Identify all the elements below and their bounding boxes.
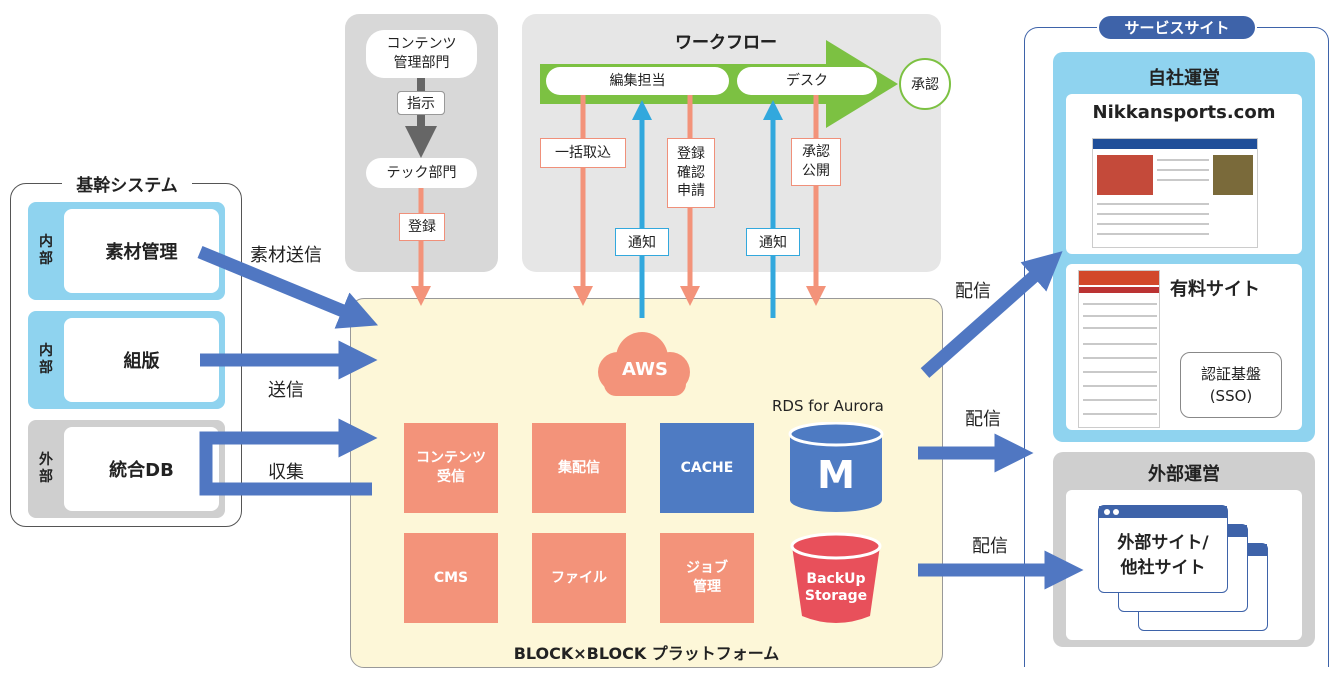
core-row-typesetting: 内 部 組版 (28, 311, 225, 409)
thumb-line (1083, 371, 1157, 373)
core-tag: 外 部 (39, 452, 53, 485)
bulk-import-label-overlay: 一括取込 (540, 138, 626, 168)
notify-label-2-overlay: 通知 (746, 228, 800, 256)
thumb-line (1097, 203, 1209, 205)
core-tag: 内 部 (39, 234, 53, 267)
rds-database-icon (788, 422, 884, 512)
own-operation-title: 自社運営 (1148, 68, 1220, 89)
thumb-line (1083, 327, 1157, 329)
thumb-photo (1213, 155, 1253, 195)
nikkansports-screenshot (1092, 138, 1258, 248)
content-receive-tile: コンテンツ 受信 (404, 423, 498, 513)
approval-circle: 承認 (899, 58, 951, 110)
label-deliver-3: 配信 (972, 536, 1008, 557)
approve-publish-label-overlay: 承認 公開 (791, 138, 841, 186)
thumb-line (1083, 343, 1157, 345)
thumb-line (1083, 315, 1157, 317)
thumb-line (1097, 213, 1209, 215)
thumb-line (1157, 159, 1209, 161)
job-management-tile: ジョブ 管理 (660, 533, 754, 623)
rds-label: RDS for Aurora (772, 397, 884, 415)
thumb-line (1157, 179, 1209, 181)
content-management-dept: コンテンツ 管理部門 (366, 30, 477, 78)
aws-cloud-icon (598, 332, 690, 396)
workflow-title-overlay: ワークフロー (675, 33, 777, 53)
external-sites-label: 外部サイト/ 他社サイト (1117, 532, 1209, 579)
nikkansports-title: Nikkansports.com (1092, 102, 1276, 123)
cache-tile: CACHE (660, 423, 754, 513)
label-deliver-2: 配信 (965, 409, 1001, 430)
thumb-header (1093, 139, 1257, 149)
notify-label-1-overlay: 通知 (615, 228, 669, 256)
integrated-db-box: 統合DB (64, 427, 219, 511)
rds-letter: M (817, 453, 855, 497)
file-tile: ファイル (532, 533, 626, 623)
thumb-line (1083, 303, 1157, 305)
thumb-line (1083, 399, 1157, 401)
auth-platform-box: 認証基盤 (SSO) (1180, 352, 1282, 418)
window-bar (1099, 506, 1227, 518)
editor-box-overlay: 編集担当 (546, 67, 729, 95)
thumb-header (1079, 271, 1159, 285)
core-row-material: 内 部 素材管理 (28, 202, 225, 300)
thumb-nav (1079, 287, 1159, 293)
platform-name: BLOCK×BLOCK プラットフォーム (513, 644, 780, 663)
typesetting-box: 組版 (64, 318, 219, 402)
thumb-line (1097, 223, 1209, 225)
core-row-integrated-db: 外 部 統合DB (28, 420, 225, 518)
core-systems-title: 基幹システム (62, 172, 192, 196)
label-deliver-1: 配信 (955, 281, 991, 302)
instruction-label-overlay: 指示 (397, 91, 445, 115)
material-management-box: 素材管理 (64, 209, 219, 293)
label-collect: 収集 (268, 462, 304, 483)
external-operation-title: 外部運営 (1148, 464, 1220, 485)
window-icon (1098, 505, 1228, 593)
register-confirm-label-overlay: 登録 確認 申請 (667, 138, 715, 208)
backup-storage-label: BackUp Storage (804, 571, 868, 604)
distribution-tile: 集配信 (532, 423, 626, 513)
thumb-photo (1097, 155, 1153, 195)
thumb-line (1083, 413, 1157, 415)
label-send: 送信 (268, 380, 304, 401)
label-send-material: 素材送信 (250, 245, 322, 266)
thumb-line (1097, 233, 1209, 235)
cms-tile: CMS (404, 533, 498, 623)
backup-storage-icon (790, 532, 882, 623)
thumb-line (1083, 385, 1157, 387)
service-sites-title: サービスサイト (1097, 14, 1257, 41)
paid-site-screenshot (1078, 270, 1160, 428)
window-dot (1113, 509, 1119, 515)
register-label-overlay: 登録 (399, 213, 445, 241)
aws-label: AWS (622, 358, 668, 380)
core-tag: 内 部 (39, 343, 53, 376)
thumb-line (1157, 169, 1209, 171)
tech-dept: テック部門 (366, 158, 477, 188)
desk-box-overlay: デスク (737, 67, 877, 95)
paid-site-title: 有料サイト (1170, 279, 1260, 300)
thumb-line (1083, 357, 1157, 359)
window-dot (1104, 509, 1110, 515)
